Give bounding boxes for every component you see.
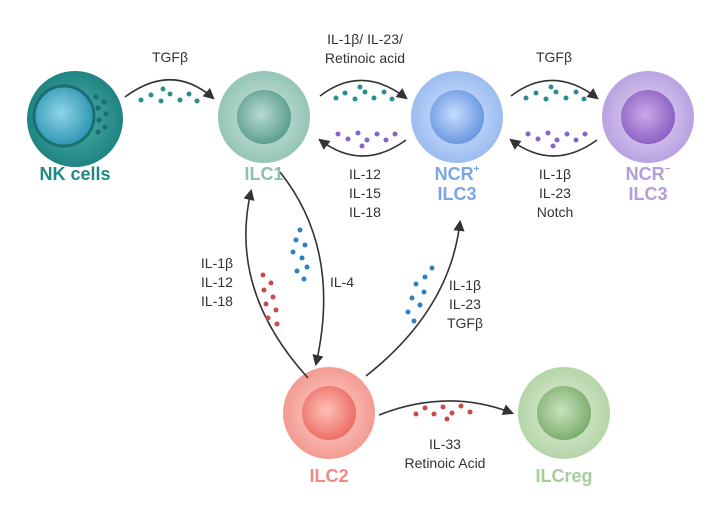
label-ilc2: ILC2 [309, 466, 349, 486]
ncr-plus-line2: ILC3 [437, 184, 477, 204]
signal-ncrp-to-ilc1: IL-12 IL-15 IL-18 [340, 165, 390, 222]
signal-ilc1-to-ilc2: IL-4 [329, 274, 355, 290]
signal-ncrp-to-ilc1-line2: IL-15 [349, 185, 381, 201]
dots-ilc2-to-ilcreg [413, 403, 473, 422]
ncr-minus-sup: − [664, 164, 671, 175]
signal-ilc2-to-ncrp-line1: IL-1β [448, 277, 482, 293]
cell-ncr-minus-ilc3 [602, 71, 694, 163]
cell-nk [27, 71, 123, 167]
signal-ilc2-to-ilc1-line3: IL-18 [201, 293, 233, 309]
dots-ncrp-to-ncrm [523, 84, 587, 102]
label-ilc1: ILC1 [244, 164, 284, 184]
arrow-nk-to-ilc1 [124, 79, 215, 100]
cell-ilc1 [218, 71, 310, 163]
arrow-ncrp-to-ncrm [510, 79, 599, 100]
label-nk-cells: NK cells [39, 164, 111, 184]
signal-ilc1-to-ncrp: IL-1β/ IL-23/ Retinoic acid [310, 30, 420, 68]
signal-ncrp-to-ilc1-line1: IL-12 [349, 166, 381, 182]
ncr-minus-line2: ILC3 [628, 184, 668, 204]
signal-ilc2-to-ilc1-line1: IL-1β [200, 255, 234, 271]
label-ncr-plus-ilc3: NCR+ ILC3 [417, 164, 497, 204]
signal-ilc2-to-ilc1: IL-1β IL-12 IL-18 [192, 254, 242, 311]
cell-ilcreg [518, 367, 610, 459]
signal-ncrm-to-ncrp-line3: Notch [536, 204, 574, 220]
signal-ilc2-to-ilc1-line2: IL-12 [201, 274, 233, 290]
signal-ncrm-to-ncrp-line1: IL-1β [538, 166, 572, 182]
ncr-plus-sup: + [473, 164, 480, 175]
dots-ilc1-to-ncrp [333, 84, 395, 102]
signal-ilc2-to-ilcreg-line1: IL-33 [429, 436, 461, 452]
signal-ncrm-to-ncrp-line2: IL-23 [539, 185, 571, 201]
signal-ilc1-to-ncrp-line2: Retinoic acid [324, 50, 406, 66]
arrow-ilc2-to-ilcreg [378, 400, 515, 416]
signal-ncrp-to-ilc1-line3: IL-18 [349, 204, 381, 220]
dots-ilc2-to-ncrp [405, 265, 435, 324]
arrow-ilc2-to-ncrp [365, 219, 465, 377]
dots-nk-to-ilc1 [138, 86, 200, 104]
dots-ncrp-to-ilc1 [335, 130, 398, 149]
dots-ilc1-to-ilc2 [290, 227, 310, 282]
arrow-ncrm-to-ncrp [509, 138, 598, 157]
cell-ncr-plus-ilc3 [411, 71, 503, 163]
cell-ilc2 [283, 367, 375, 459]
signal-ncrp-to-ncrm: TGFβ [535, 49, 573, 65]
ncr-minus-base: NCR [625, 164, 665, 184]
arrow-ncrp-to-ilc1 [318, 138, 407, 157]
signal-ilc2-to-ilcreg: IL-33 Retinoic Acid [390, 435, 500, 473]
arrow-ilc2-to-ilc1 [243, 188, 309, 379]
dots-ilc2-to-ilc1 [260, 272, 280, 327]
dots-ncrm-to-ncrp [525, 130, 588, 149]
signal-ilc2-to-ncrp-line3: TGFβ [446, 315, 484, 331]
label-ncr-minus-ilc3: NCR− ILC3 [608, 164, 688, 204]
ncr-plus-base: NCR [434, 164, 474, 184]
signal-nk-to-ilc1: TGFβ [151, 49, 189, 65]
label-ilcreg: ILCreg [535, 466, 593, 486]
arrow-ilc1-to-ilc2 [279, 171, 325, 367]
nk-granules [93, 94, 109, 135]
signal-ilc1-to-ncrp-line1: IL-1β/ IL-23/ [327, 31, 403, 47]
signal-ilc2-to-ncrp-line2: IL-23 [449, 296, 481, 312]
signal-ilc2-to-ilcreg-line2: Retinoic Acid [404, 455, 486, 471]
signal-ilc2-to-ncrp: IL-1β IL-23 TGFβ [440, 276, 490, 333]
arrow-ilc1-to-ncrp [319, 79, 408, 100]
signal-ncrm-to-ncrp: IL-1β IL-23 Notch [525, 165, 585, 222]
